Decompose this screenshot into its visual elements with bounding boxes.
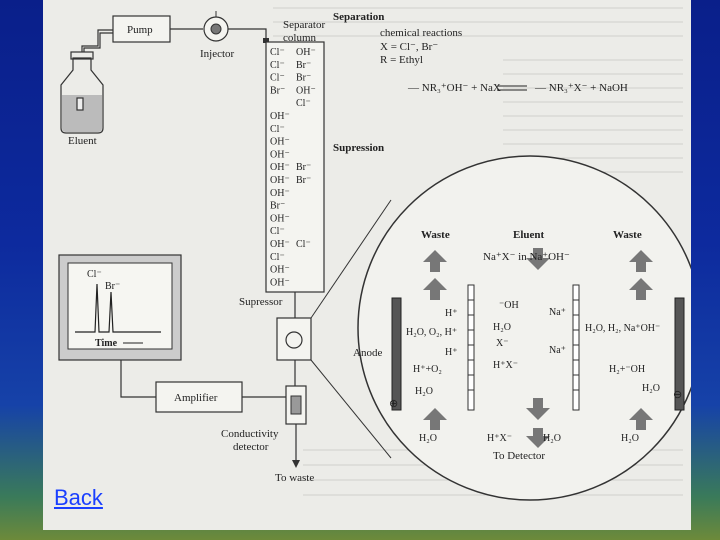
h2o-c-label: H₂O — [642, 383, 660, 394]
injector-icon — [204, 11, 228, 41]
detector-label-1: Conductivity — [221, 428, 279, 440]
h-plus-1-label: H⁺ — [445, 308, 458, 319]
na-1-label: Na⁺ — [549, 307, 566, 318]
tube-injector-column — [228, 29, 266, 38]
to-detector-label: To Detector — [493, 450, 545, 462]
na-2-label: Na⁺ — [549, 345, 566, 356]
column-ion: Cl⁻ — [270, 60, 285, 71]
membrane-right — [573, 285, 579, 410]
separation-title: Separation — [333, 11, 384, 23]
wire-amplifier-recorder — [121, 360, 156, 397]
separator-column-label-2: column — [283, 32, 316, 44]
column-ion: OH⁻ — [270, 277, 290, 288]
x-definition: X = Cl⁻, Br⁻ — [380, 41, 438, 53]
back-link[interactable]: Back — [54, 485, 103, 511]
h2o-h2-naoh-label: H₂O, H₂, Na⁺OH⁻ — [585, 323, 660, 334]
injector-label: Injector — [200, 48, 235, 60]
time-axis-label: Time — [95, 338, 118, 349]
column-ion: Cl⁻ — [270, 252, 285, 263]
x-minus-label: X⁻ — [496, 338, 509, 349]
hx-label: H⁺X⁻ — [493, 360, 518, 371]
inflow-label: Na⁺X⁻ in Na⁺OH⁻ — [483, 251, 570, 263]
separator-column-label-1: Separator — [283, 19, 325, 31]
reaction-right: — NR₃⁺X⁻ + NaOH — [534, 82, 628, 94]
column-ion: Br⁻ — [270, 201, 285, 212]
anode-label: Anode — [353, 347, 382, 359]
column-ion: Cl⁻ — [270, 47, 285, 58]
waste-right-label: Waste — [613, 229, 642, 241]
supressor-box — [277, 318, 311, 360]
amplifier-label: Amplifier — [174, 392, 218, 404]
h2-oh-label: H₂+⁻OH — [609, 364, 645, 375]
column-ion: OH⁻ — [296, 47, 316, 58]
pump-label: Pump — [127, 24, 153, 36]
h2o-bl-label: H₂O — [419, 433, 437, 444]
column-ion: OH⁻ — [270, 175, 290, 186]
h2o-br-label: H₂O — [621, 433, 639, 444]
column-ion: Br⁻ — [296, 73, 311, 84]
h2o-bm-label: H₂O — [543, 433, 561, 444]
eluent-label: Eluent — [68, 135, 97, 147]
column-ion: OH⁻ — [270, 149, 290, 160]
plus-terminal-icon: ⊕ — [389, 398, 398, 410]
column-ion: Br⁻ — [296, 175, 311, 186]
r-definition: R = Ethyl — [380, 54, 423, 66]
ion-chromatography-figure: Eluent Pump Injector Cl⁻OH⁻Cl⁻Br⁻Cl⁻Br⁻B… — [43, 0, 691, 530]
peak-cl-label: Cl⁻ — [87, 269, 102, 280]
column-ion: OH⁻ — [270, 162, 290, 173]
column-ion: Cl⁻ — [270, 124, 285, 135]
column-ion: OH⁻ — [270, 239, 290, 250]
anode-electrode — [392, 298, 401, 410]
detector-label-2: detector — [233, 441, 269, 453]
column-ion: OH⁻ — [270, 213, 290, 224]
peak-br-label: Br⁻ — [105, 281, 120, 292]
column-ion: Br⁻ — [270, 85, 285, 96]
diagram-svg: Eluent Pump Injector Cl⁻OH⁻Cl⁻Br⁻Cl⁻Br⁻B… — [43, 0, 691, 530]
column-ion: OH⁻ — [296, 85, 316, 96]
column-ion: Br⁻ — [296, 60, 311, 71]
column-ion: Cl⁻ — [296, 239, 311, 250]
h-o2-label: H⁺+O₂ — [413, 364, 442, 375]
hx-bottom-label: H⁺X⁻ — [487, 433, 512, 444]
column-ion: OH⁻ — [270, 188, 290, 199]
supressor-label: Supressor — [239, 296, 283, 308]
supression-title: Supression — [333, 142, 384, 154]
waste-left-label: Waste — [421, 229, 450, 241]
column-ion: Cl⁻ — [270, 226, 285, 237]
waste-arrow — [292, 460, 300, 468]
to-waste-label: To waste — [275, 472, 314, 484]
column-ion: OH⁻ — [270, 111, 290, 122]
h-plus-2-label: H⁺ — [445, 347, 458, 358]
eluent-detail-label: Eluent — [513, 229, 545, 241]
column-ion: Cl⁻ — [270, 73, 285, 84]
column-ion: Cl⁻ — [296, 98, 311, 109]
reactions-label: chemical reactions — [380, 27, 462, 39]
column-ion: OH⁻ — [270, 137, 290, 148]
detector-electrode — [291, 396, 301, 414]
membrane-left — [468, 285, 474, 410]
reaction-left: — NR₃⁺OH⁻ + NaX — [407, 82, 501, 94]
h2o-b-label: H₂O — [415, 386, 433, 397]
h2o-o2-h-label: H₂O, O₂, H⁺ — [406, 327, 457, 338]
oh-label: ⁻OH — [499, 300, 519, 311]
column-ion: OH⁻ — [270, 265, 290, 276]
h2o-a-label: H₂O — [493, 322, 511, 333]
column-ion: Br⁻ — [296, 162, 311, 173]
eluent-bottle — [61, 52, 103, 133]
recorder-screen — [68, 263, 172, 349]
minus-terminal-icon: ⊖ — [673, 389, 682, 401]
